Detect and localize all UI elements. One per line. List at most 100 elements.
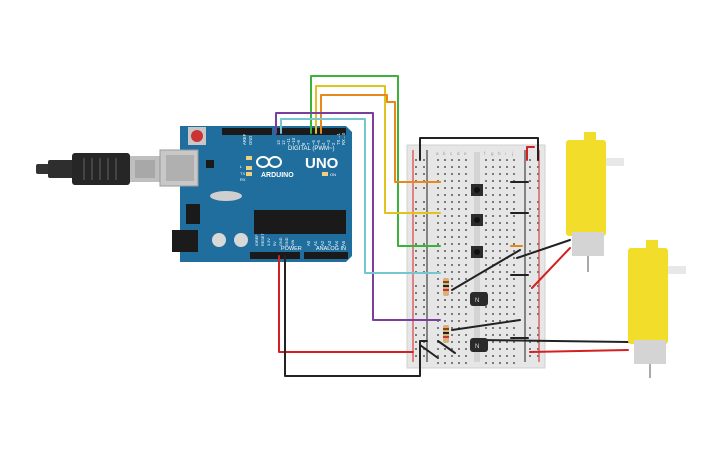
breadboard-hole	[492, 341, 494, 343]
breadboard-hole	[513, 208, 515, 210]
breadboard-hole	[437, 250, 439, 252]
breadboard-hole	[451, 201, 453, 203]
wire-red-rail[interactable]	[526, 146, 535, 161]
analog-pin-label: A4	[334, 240, 339, 246]
breadboard-hole	[485, 215, 487, 217]
breadboard-hole	[513, 362, 515, 364]
motor1-wire-black[interactable]	[516, 239, 571, 259]
breadboard-hole	[444, 201, 446, 203]
arduino-uno-board[interactable]: UNO ARDUINO DIGITAL (PWM~) POWER ANALOG …	[159, 126, 352, 262]
breadboard-hole	[437, 257, 439, 259]
resistor-icon[interactable]	[443, 278, 449, 296]
capacitor	[234, 233, 248, 247]
breadboard-hole	[506, 250, 508, 252]
motor2-wire-red[interactable]	[529, 349, 629, 353]
analog-pin-label: A3	[327, 240, 332, 246]
breadboard-hole	[458, 271, 460, 273]
wire-cyan[interactable]	[280, 118, 441, 274]
breadboard-hole	[451, 271, 453, 273]
pushbutton-icon[interactable]	[471, 246, 483, 258]
breadboard-hole	[437, 173, 439, 175]
breadboard-hole	[513, 243, 515, 245]
breadboard-hole	[465, 250, 467, 252]
wire-yellow[interactable]	[315, 85, 441, 214]
rail-hole	[529, 166, 531, 168]
wire-black-rail[interactable]	[419, 137, 539, 161]
rail-hole	[529, 201, 531, 203]
motor2-wire-black[interactable]	[477, 339, 629, 343]
pushbutton-icon[interactable]	[471, 184, 483, 196]
transistor-icon[interactable]: N	[470, 338, 488, 352]
reset-button-icon[interactable]	[188, 127, 206, 145]
rail-hole	[423, 215, 425, 217]
breadboard-hole	[485, 264, 487, 266]
rail-hole	[529, 173, 531, 175]
digital-pin-label: ~5	[316, 140, 321, 145]
breadboard-hole	[506, 173, 508, 175]
rail-hole	[537, 348, 539, 350]
motor1-wire-red[interactable]	[531, 247, 571, 289]
usb-cable-icon[interactable]	[36, 153, 160, 185]
wire-orange[interactable]	[320, 94, 441, 183]
breadboard-hole	[444, 271, 446, 273]
rail-hole	[415, 264, 417, 266]
breadboard-hole	[485, 271, 487, 273]
breadboard-hole	[506, 222, 508, 224]
rail-hole	[537, 208, 539, 210]
rail-hole	[537, 222, 539, 224]
pushbutton-icon[interactable]	[471, 214, 483, 226]
wire-red-5v[interactable]	[278, 255, 414, 353]
wire-black-gnd[interactable]	[284, 255, 428, 377]
breadboard-hole	[499, 341, 501, 343]
breadboard-hole	[458, 278, 460, 280]
rail-hole	[529, 355, 531, 357]
breadboard-hole	[437, 243, 439, 245]
breadboard-hole	[499, 201, 501, 203]
digital-pin-label: 2	[331, 142, 336, 145]
rail-hole	[423, 327, 425, 329]
rail-hole	[529, 243, 531, 245]
rail-hole	[537, 166, 539, 168]
transistor-icon[interactable]: N	[470, 292, 488, 306]
breadboard-hole	[492, 362, 494, 364]
rail-hole	[415, 285, 417, 287]
breadboard-hole	[513, 166, 515, 168]
breadboard-hole	[499, 278, 501, 280]
breadboard-hole	[492, 208, 494, 210]
breadboard-hole	[437, 187, 439, 189]
breadboard-hole	[465, 229, 467, 231]
breadboard-hole	[499, 271, 501, 273]
breadboard-hole	[451, 306, 453, 308]
breadboard-hole	[458, 348, 460, 350]
breadboard-hole	[444, 166, 446, 168]
breadboard-hole	[492, 292, 494, 294]
rail-hole	[529, 334, 531, 336]
dc-motor-icon[interactable]	[566, 132, 624, 272]
breadboard-hole	[485, 187, 487, 189]
breadboard-hole	[492, 243, 494, 245]
breadboard-column-letter: j	[511, 151, 513, 156]
breadboard-hole	[458, 299, 460, 301]
wire-purple[interactable]	[275, 112, 441, 321]
breadboard-hole	[444, 243, 446, 245]
breadboard-hole	[499, 194, 501, 196]
breadboard-hole	[485, 243, 487, 245]
dc-motor-icon[interactable]	[628, 240, 686, 378]
breadboard-hole	[506, 180, 508, 182]
breadboard-hole	[465, 285, 467, 287]
breadboard-hole	[492, 222, 494, 224]
breadboard-hole	[458, 334, 460, 336]
breadboard-hole	[492, 320, 494, 322]
breadboard-hole	[485, 278, 487, 280]
power-pin-label: 5V	[273, 241, 277, 246]
analog-pin-label: A1	[313, 240, 318, 246]
breadboard-hole	[451, 222, 453, 224]
breadboard-hole	[451, 166, 453, 168]
resistor-icon[interactable]	[443, 325, 449, 343]
breadboard-hole	[499, 236, 501, 238]
wire-green[interactable]	[310, 75, 441, 247]
breadboard-hole	[513, 250, 515, 252]
breadboard-hole	[492, 250, 494, 252]
breadboard-hole	[444, 215, 446, 217]
breadboard-hole	[437, 313, 439, 315]
